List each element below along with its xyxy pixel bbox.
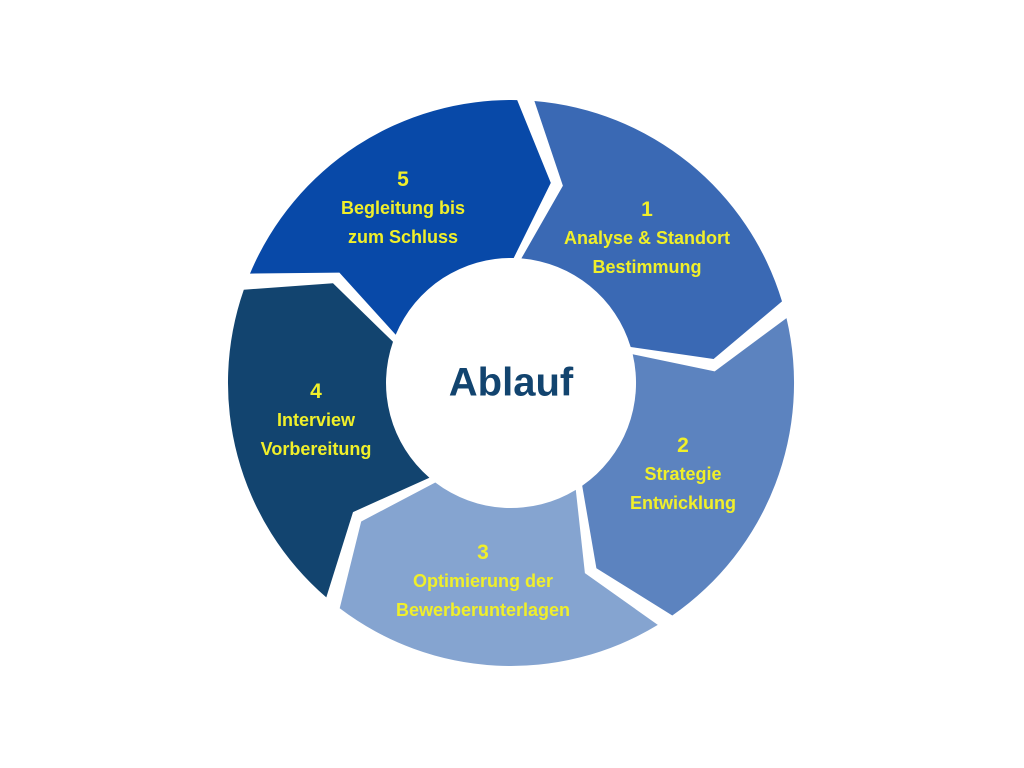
step-5-line-2: zum Schluss <box>347 227 459 247</box>
step-3-segment <box>339 482 658 666</box>
step-1-line-2: Bestimmung <box>592 257 702 277</box>
step-2-segment <box>582 318 795 616</box>
step-4-line-2: Vorbereitung <box>260 439 372 459</box>
step-3-label: 3 Optimierung der Bewerberunterlagen <box>396 538 570 625</box>
step-2-line-2: Entwicklung <box>629 493 737 513</box>
step-2-label: 2 Strategie Entwicklung <box>630 431 736 518</box>
step-4-number: 4 <box>310 380 322 403</box>
step-1-number: 1 <box>641 198 653 221</box>
step-3-line-1: Optimierung der <box>412 571 553 591</box>
step-5-line-1: Begleitung bis <box>340 198 466 218</box>
step-5-number: 5 <box>397 168 409 191</box>
step-5-label: 5 Begleitung bis zum Schluss <box>341 165 465 252</box>
step-3-line-2: Bewerberunterlagen <box>395 600 571 620</box>
center-title: Ablauf <box>448 360 574 405</box>
step-1-line-1: Analyse & Standort <box>563 228 731 248</box>
step-2-number: 2 <box>677 434 689 457</box>
step-4-segment <box>227 283 430 598</box>
step-2-line-1: Strategie <box>644 464 722 484</box>
step-1-segment <box>521 101 782 359</box>
step-1-label: 1 Analyse & Standort Bestimmung <box>564 195 730 282</box>
step-5-segment <box>250 100 551 335</box>
step-4-line-1: Interview <box>276 410 356 430</box>
step-4-label: 4 Interview Vorbereitung <box>261 377 372 464</box>
step-3-number: 3 <box>477 541 489 564</box>
